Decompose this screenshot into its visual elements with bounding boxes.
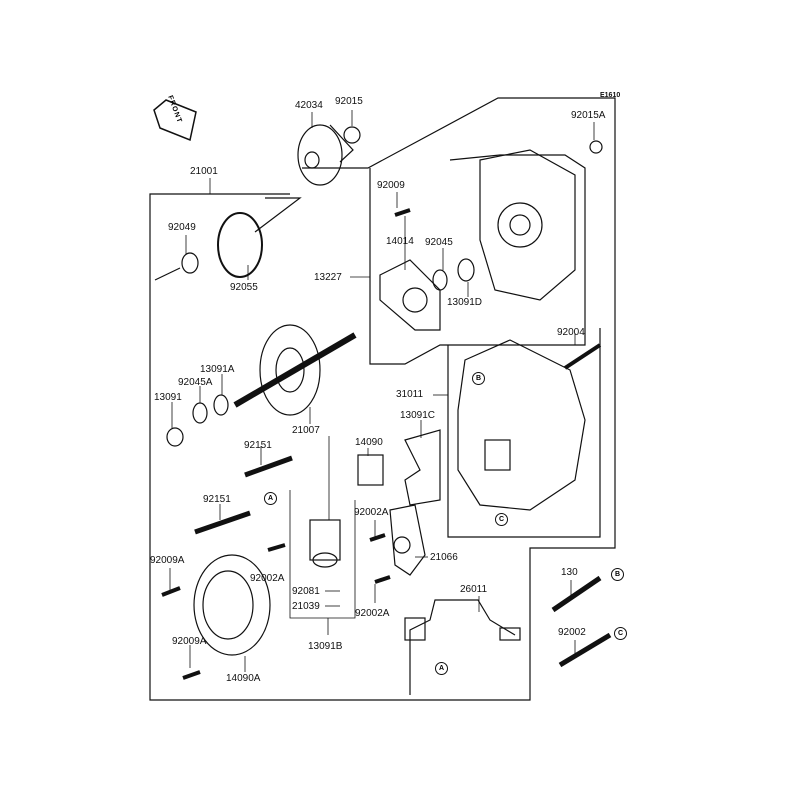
- bearing-part: [181, 252, 199, 274]
- bolt-part: [194, 510, 251, 535]
- seal-part: [213, 394, 229, 416]
- part-label-92049: 92049: [168, 222, 196, 233]
- part-label-130: 130: [561, 567, 578, 578]
- frame-main: [149, 97, 616, 701]
- part-label-31011: 31011: [396, 389, 424, 400]
- part-label-13091: 13091: [154, 392, 182, 403]
- front-cover-part: [479, 149, 576, 301]
- part-label-21007: 21007: [292, 425, 320, 436]
- part-label-14014: 14014: [386, 236, 414, 247]
- part-label-92045A: 92045A: [178, 377, 213, 388]
- screw-part: [369, 533, 386, 542]
- part-label-42034: 42034: [295, 100, 323, 111]
- ref-marker-c-bolt: C: [614, 627, 627, 640]
- part-label-14090A: 14090A: [226, 673, 261, 684]
- lead-wire-part: [404, 599, 521, 695]
- screw-part: [374, 575, 391, 584]
- plate-part: [379, 259, 441, 331]
- leader-lines: [169, 110, 595, 672]
- regulator-part: [404, 429, 441, 506]
- part-label-92015A: 92015A: [571, 110, 606, 121]
- screw-part: [394, 208, 411, 217]
- part-label-92009A-upper: 92009A: [150, 555, 185, 566]
- part-label-92004: 92004: [557, 327, 585, 338]
- part-label-92151-lower: 92151: [203, 494, 231, 505]
- part-label-92002A-left: 92002A: [250, 573, 285, 584]
- nut-part: [589, 140, 603, 154]
- part-label-13091D: 13091D: [447, 297, 483, 308]
- rotor-part: [233, 324, 357, 416]
- part-label-13091C: 13091C: [400, 410, 436, 421]
- frame-rotor-link: [254, 197, 302, 233]
- part-label-92009A-lower: 92009A: [172, 636, 207, 647]
- brush-part: [357, 454, 384, 486]
- screw-part: [182, 670, 201, 680]
- ref-marker-b-bolt: B: [611, 568, 624, 581]
- pulley-part: [297, 124, 354, 186]
- part-label-14090: 14090: [355, 437, 383, 448]
- bearing-part: [192, 402, 208, 424]
- frame-housing: [447, 328, 601, 538]
- part-label-92002A-top: 92002A: [354, 507, 389, 518]
- o-ring-part: [217, 212, 263, 278]
- part-label-92055: 92055: [230, 282, 258, 293]
- stud-part: [563, 343, 602, 370]
- part-label-21066: 21066: [430, 552, 458, 563]
- part-label-92151-upper: 92151: [244, 440, 272, 451]
- bearing-part: [432, 269, 448, 291]
- ref-marker-c: C: [495, 513, 508, 526]
- part-label-21039: 21039: [292, 601, 320, 612]
- bolt-part: [244, 455, 293, 478]
- rectifier-part: [389, 504, 426, 576]
- part-label-13091B: 13091B: [308, 641, 343, 652]
- ref-marker-a: A: [264, 492, 277, 505]
- ref-marker-b: B: [472, 372, 485, 385]
- frame-front-cover: [369, 154, 586, 365]
- screw-part: [161, 586, 181, 597]
- brush-holder-part: [309, 519, 341, 568]
- part-label-92081: 92081: [292, 586, 320, 597]
- rear-cover-part: [193, 554, 271, 656]
- part-label-13091A: 13091A: [200, 364, 235, 375]
- part-label-21001: 21001: [190, 166, 218, 177]
- ref-marker-a-lead: A: [435, 662, 448, 675]
- housing-part: [457, 339, 586, 511]
- bolt-part: [558, 632, 612, 668]
- part-label-92002A-bottom: 92002A: [355, 608, 390, 619]
- part-label-92009: 92009: [377, 180, 405, 191]
- part-label-92045: 92045: [425, 237, 453, 248]
- part-label-26011: 26011: [460, 584, 488, 595]
- seal-part: [457, 258, 475, 282]
- front-arrow-icon: [153, 99, 197, 142]
- part-label-92002: 92002: [558, 627, 586, 638]
- nut-part: [343, 126, 361, 144]
- screw-part: [267, 543, 286, 552]
- collar-part: [166, 427, 184, 447]
- part-label-13227: 13227: [314, 272, 342, 283]
- bolt-part: [551, 575, 602, 613]
- part-label-92015: 92015: [335, 96, 363, 107]
- diagram-code: E1610: [600, 92, 621, 99]
